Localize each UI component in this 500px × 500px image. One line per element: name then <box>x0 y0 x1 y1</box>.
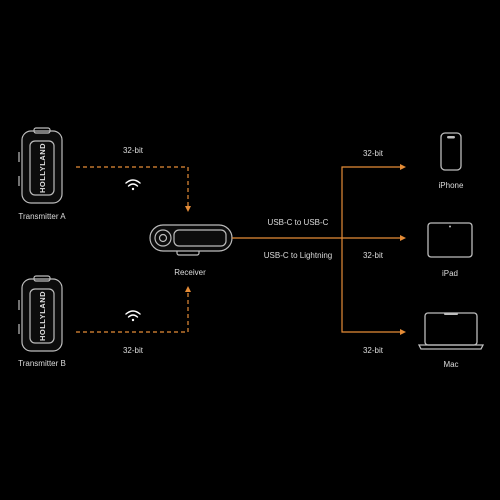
transmitter-a-label: Transmitter A <box>18 212 66 221</box>
transmitter-b: HOLLYLAND Transmitter B <box>18 275 66 368</box>
output-ipad: iPad <box>427 222 473 278</box>
transmitter-a-icon <box>18 127 63 204</box>
wifi-icon <box>125 179 141 191</box>
output-iphone-label: iPhone <box>439 181 464 190</box>
transmitter-a: HOLLYLAND Transmitter A <box>18 127 66 221</box>
transmitter-b-label: Transmitter B <box>18 359 66 368</box>
output-mac-bitdepth: 32-bit <box>363 346 384 355</box>
laptop-icon <box>417 312 485 350</box>
link-b <box>76 286 191 333</box>
receiver: Receiver <box>149 224 233 277</box>
output-iphone-bitdepth: 32-bit <box>363 149 384 158</box>
connection-usb-c: USB-C to USB-C <box>268 218 329 227</box>
link-a-bitdepth: 32-bit <box>123 146 144 155</box>
output-iphone: iPhone <box>439 132 464 190</box>
receiver-label: Receiver <box>174 268 206 277</box>
wifi-icon <box>125 310 141 322</box>
output-ipad-label: iPad <box>442 269 458 278</box>
iphone-icon <box>440 132 462 171</box>
transmitter-b-icon <box>18 275 63 352</box>
transmitter-a-brand: HOLLYLAND <box>38 143 47 193</box>
output-mac: Mac <box>417 312 485 369</box>
connection-lightning: USB-C to Lightning <box>264 251 332 260</box>
link-a <box>76 166 191 212</box>
transmitter-b-brand: HOLLYLAND <box>38 291 47 341</box>
output-mac-label: Mac <box>443 360 458 369</box>
output-lines <box>232 164 406 335</box>
link-b-bitdepth: 32-bit <box>123 346 144 355</box>
ipad-icon <box>427 222 473 258</box>
output-ipad-bitdepth: 32-bit <box>363 251 384 260</box>
receiver-icon <box>149 224 233 256</box>
